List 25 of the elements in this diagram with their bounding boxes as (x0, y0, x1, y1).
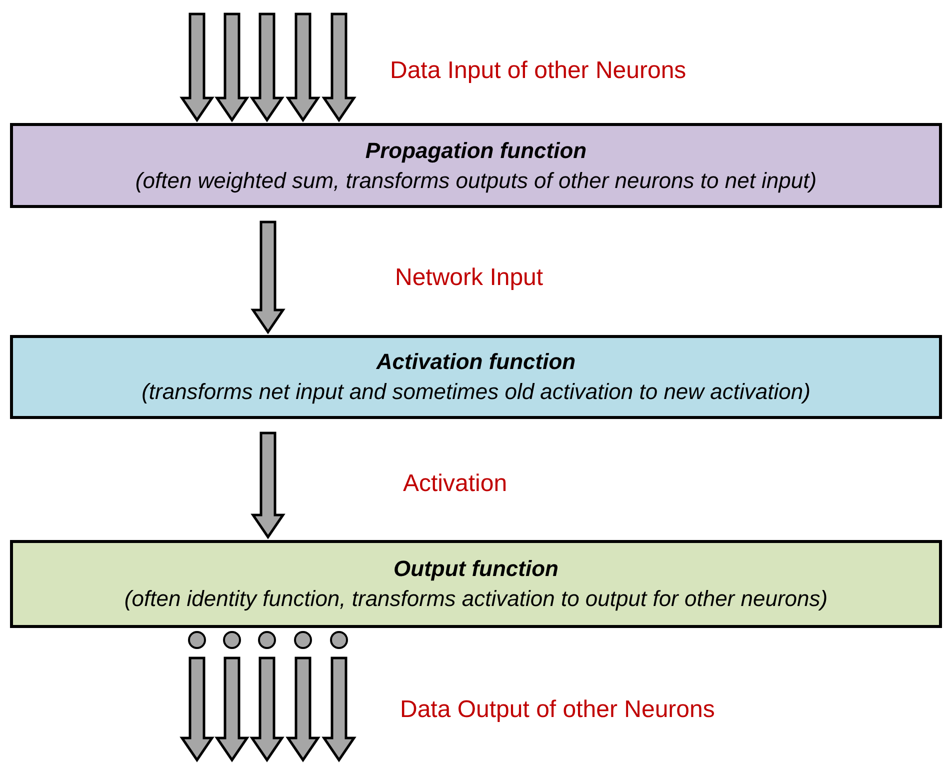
process-box (10, 123, 942, 208)
flow-label: Data Input of other Neurons (390, 56, 686, 86)
block-arrow (286, 12, 320, 122)
flow-label: Activation (403, 469, 508, 499)
box-description: (often weighted sum, transforms outputs of other neurons to net input) (135, 166, 817, 195)
box-title: Propagation function (365, 136, 587, 165)
box-description: (transforms net input and sometimes old activation to new activation) (142, 378, 810, 406)
block-arrow (250, 656, 284, 762)
block-arrow (250, 12, 284, 122)
block-arrow (286, 656, 320, 762)
block-arrow (214, 12, 250, 122)
process-box (10, 540, 942, 628)
block-arrow (180, 12, 214, 122)
block-arrow (214, 656, 250, 762)
block-arrow (322, 656, 356, 762)
box-description: (often identity function, transforms activation to output for other neurons) (124, 585, 828, 613)
flow-label: Data Output of other Neurons (400, 695, 715, 725)
block-arrow (322, 12, 356, 122)
block-arrow (250, 220, 286, 334)
process-box (10, 335, 942, 419)
box-title: Activation function (376, 348, 576, 376)
flow-label: Network Input (395, 263, 544, 293)
box-title: Output function (394, 555, 558, 583)
block-arrow (250, 432, 286, 540)
block-arrow (180, 656, 214, 762)
